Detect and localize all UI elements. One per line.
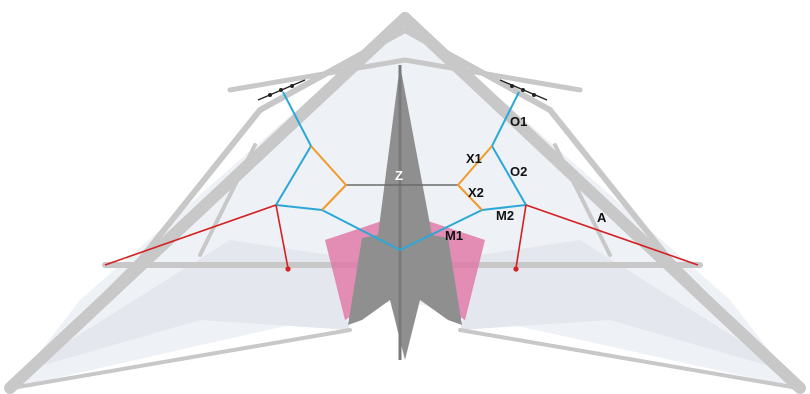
spreader-marker-left	[257, 79, 306, 101]
orange-bridle	[310, 145, 493, 211]
red-line-left-b	[275, 204, 289, 269]
standoff-right	[553, 143, 612, 257]
red-line-left-a	[104, 204, 277, 266]
label-m2: M2	[496, 208, 514, 223]
red-line-right-a	[525, 204, 699, 266]
red-line-right-b	[515, 204, 527, 269]
label-z: Z	[395, 168, 403, 183]
bridle-orange-left	[310, 145, 347, 211]
red-dot-right	[513, 266, 519, 272]
kite-sail-lower-right	[460, 240, 790, 372]
label-x1: X1	[466, 151, 482, 166]
kite-sail-lower-left	[20, 240, 350, 372]
kite-frame	[4, 12, 806, 394]
red-dot-left	[285, 266, 291, 272]
upper-spreader-left	[227, 57, 408, 93]
upper-spreader-right	[402, 57, 583, 93]
trailing-edge-left	[10, 328, 352, 390]
trailing-edge-right	[458, 328, 800, 390]
bridle-orange-right	[457, 145, 493, 211]
label-o2: O2	[510, 164, 527, 179]
label-m1: M1	[445, 228, 463, 243]
label-a: A	[597, 210, 607, 225]
label-x2: X2	[468, 185, 484, 200]
red-lines	[104, 204, 699, 269]
label-o1: O1	[510, 114, 527, 129]
standoff-left	[198, 143, 257, 257]
spreader-marker-right	[499, 79, 548, 101]
center-panel	[348, 65, 462, 360]
